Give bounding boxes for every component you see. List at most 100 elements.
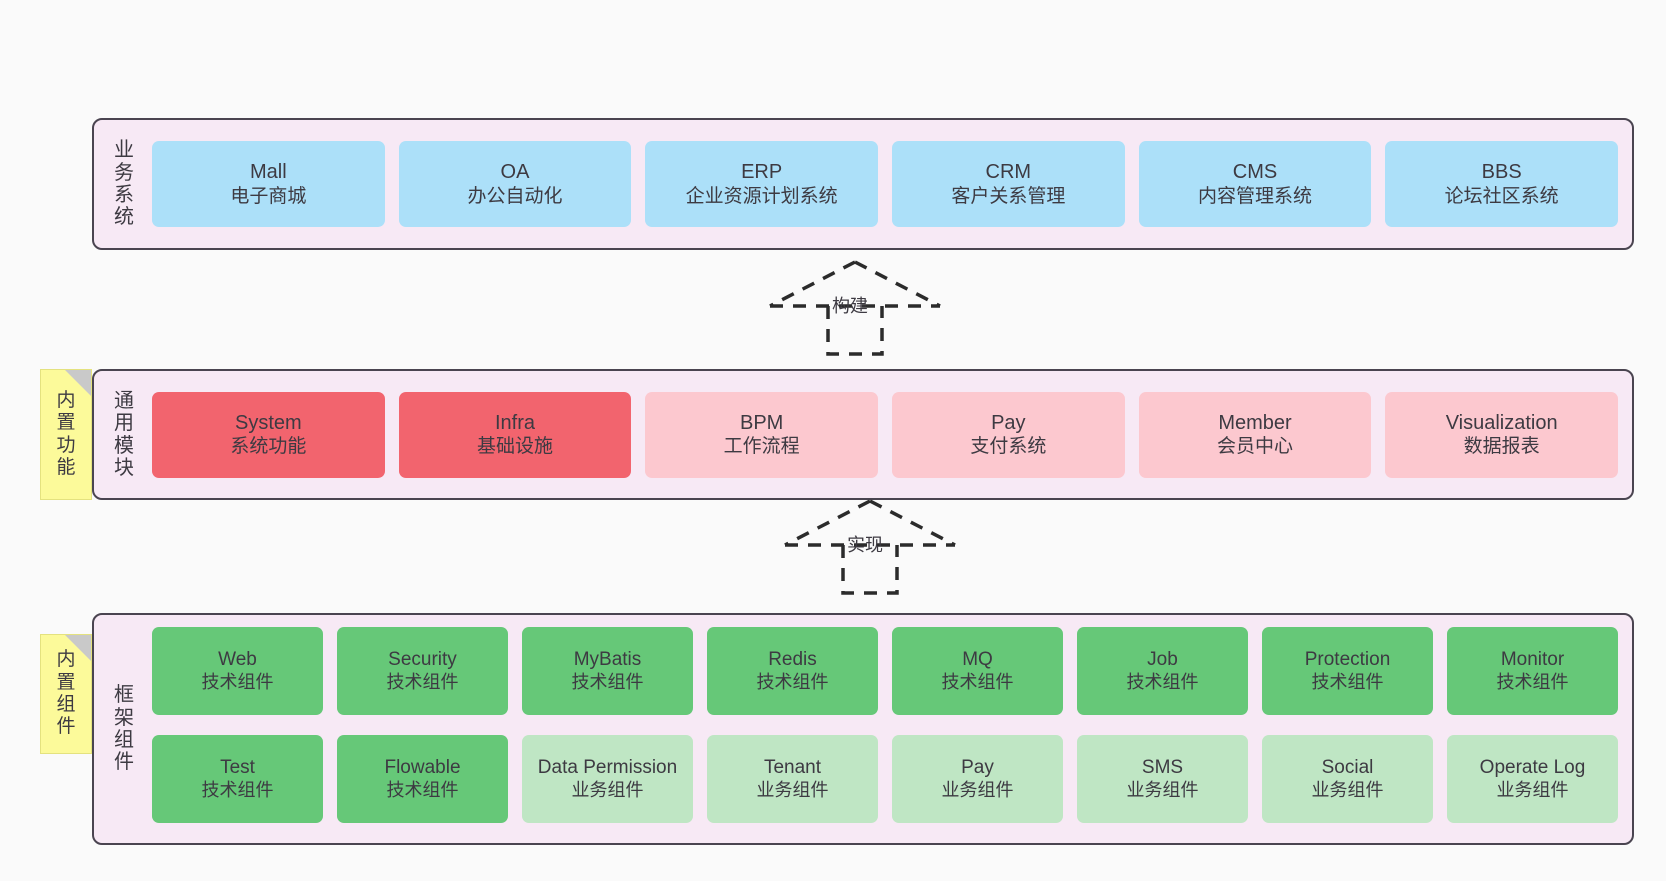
business-systems-card-grid: Mall 电子商城 OA 办公自动化 ERP 企业资源计划系统 CRM 客户关系… bbox=[142, 120, 1632, 248]
label-char: 模 bbox=[114, 434, 134, 457]
card-erp[interactable]: ERP 企业资源计划系统 bbox=[645, 141, 878, 227]
label-char: 组 bbox=[114, 729, 134, 751]
card-title: OA bbox=[500, 161, 530, 184]
connector-implement: 实现 bbox=[775, 497, 965, 597]
card-title: Flowable bbox=[384, 757, 461, 779]
card-title: BPM bbox=[739, 411, 784, 434]
card-title: Infra bbox=[494, 411, 535, 434]
sticky-char: 功 bbox=[56, 434, 76, 456]
card-title: Mall bbox=[249, 161, 287, 184]
card-title: Job bbox=[1147, 649, 1178, 671]
card-data-permission[interactable]: Data Permission 业务组件 bbox=[522, 735, 693, 823]
card-tenant[interactable]: Tenant 业务组件 bbox=[707, 735, 878, 823]
card-title: ERP bbox=[741, 161, 783, 184]
label-char: 用 bbox=[114, 412, 134, 435]
card-title: CMS bbox=[1232, 161, 1278, 184]
card-bbs[interactable]: BBS 论坛社区系统 bbox=[1385, 141, 1618, 227]
card-title: MQ bbox=[962, 649, 993, 671]
card-system[interactable]: System 系统功能 bbox=[152, 391, 385, 478]
card-title: Visualization bbox=[1445, 411, 1558, 434]
card-redis[interactable]: Redis 技术组件 bbox=[707, 627, 878, 715]
card-subtitle: 技术组件 bbox=[571, 671, 644, 692]
card-protection[interactable]: Protection 技术组件 bbox=[1262, 627, 1433, 715]
card-pay-component[interactable]: Pay 业务组件 bbox=[892, 735, 1063, 823]
card-subtitle: 技术组件 bbox=[386, 779, 459, 800]
card-infra[interactable]: Infra 基础设施 bbox=[398, 391, 632, 478]
card-subtitle: 企业资源计划系统 bbox=[685, 185, 838, 207]
folded-corner-icon bbox=[65, 370, 91, 396]
card-sms[interactable]: SMS 业务组件 bbox=[1077, 735, 1248, 823]
sticky-note-builtin-features: 内 置 功 能 bbox=[40, 369, 92, 500]
card-member[interactable]: Member 会员中心 bbox=[1138, 391, 1372, 478]
card-title: Protection bbox=[1304, 649, 1391, 671]
label-char: 框 bbox=[114, 684, 134, 707]
card-operate-log[interactable]: Operate Log 业务组件 bbox=[1447, 735, 1618, 823]
section-business-systems: 业 务 系 统 Mall 电子商城 OA 办公自动化 ERP 企业资源计划系统 … bbox=[92, 118, 1634, 250]
folded-corner-icon bbox=[65, 635, 91, 661]
label-char: 系 bbox=[114, 184, 134, 206]
connector-implement-arrow-icon bbox=[784, 499, 956, 595]
card-title: Tenant bbox=[763, 757, 822, 779]
connector-build-arrow-icon bbox=[769, 260, 941, 356]
card-bpm[interactable]: BPM 工作流程 bbox=[645, 391, 878, 478]
section-label-business-systems: 业 务 系 统 bbox=[106, 120, 142, 248]
card-subtitle: 数据报表 bbox=[1463, 436, 1540, 458]
card-crm[interactable]: CRM 客户关系管理 bbox=[892, 141, 1125, 227]
card-title: Redis bbox=[768, 649, 817, 671]
sticky-char: 件 bbox=[56, 716, 76, 738]
card-pay-module[interactable]: Pay 支付系统 bbox=[892, 391, 1125, 478]
card-subtitle: 基础设施 bbox=[476, 436, 553, 458]
card-social[interactable]: Social 业务组件 bbox=[1262, 735, 1433, 823]
card-subtitle: 技术组件 bbox=[201, 671, 274, 692]
card-title: Operate Log bbox=[1479, 757, 1586, 779]
card-subtitle: 业务组件 bbox=[941, 779, 1014, 800]
card-job[interactable]: Job 技术组件 bbox=[1077, 627, 1248, 715]
card-subtitle: 办公自动化 bbox=[467, 185, 563, 207]
card-flowable[interactable]: Flowable 技术组件 bbox=[337, 735, 508, 823]
card-subtitle: 内容管理系统 bbox=[1197, 185, 1312, 207]
card-subtitle: 论坛社区系统 bbox=[1444, 185, 1559, 207]
card-title: BBS bbox=[1481, 161, 1522, 184]
card-subtitle: 业务组件 bbox=[1496, 779, 1569, 800]
sticky-char: 组 bbox=[56, 694, 76, 715]
card-title: Data Permission bbox=[537, 757, 678, 779]
card-title: MyBatis bbox=[573, 649, 642, 671]
card-web[interactable]: Web 技术组件 bbox=[152, 627, 323, 715]
card-subtitle: 客户关系管理 bbox=[951, 185, 1066, 207]
card-mybatis[interactable]: MyBatis 技术组件 bbox=[522, 627, 693, 715]
card-subtitle: 业务组件 bbox=[571, 779, 644, 800]
card-subtitle: 工作流程 bbox=[723, 436, 800, 458]
card-cms[interactable]: CMS 内容管理系统 bbox=[1138, 141, 1372, 227]
card-mall[interactable]: Mall 电子商城 bbox=[152, 141, 385, 227]
sticky-char: 置 bbox=[56, 412, 76, 434]
card-subtitle: 电子商城 bbox=[230, 185, 307, 207]
card-title: Monitor bbox=[1500, 649, 1565, 671]
connector-build-label: 构建 bbox=[832, 296, 868, 316]
card-subtitle: 业务组件 bbox=[1126, 779, 1199, 800]
card-title: System bbox=[234, 411, 302, 434]
card-title: Social bbox=[1321, 757, 1374, 779]
card-title: CRM bbox=[985, 161, 1032, 184]
card-subtitle: 技术组件 bbox=[941, 671, 1014, 692]
card-oa[interactable]: OA 办公自动化 bbox=[398, 141, 632, 227]
label-char: 块 bbox=[114, 456, 134, 479]
sticky-char: 置 bbox=[56, 671, 76, 693]
card-visualization[interactable]: Visualization 数据报表 bbox=[1385, 391, 1618, 478]
card-mq[interactable]: MQ 技术组件 bbox=[892, 627, 1063, 715]
sticky-char: 能 bbox=[56, 456, 76, 478]
section-common-modules: 通 用 模 块 System 系统功能 Infra 基础设施 BPM 工作流程 … bbox=[92, 369, 1634, 500]
section-framework-components: 框 架 组 件 Web 技术组件 Security 技术组件 MyBatis 技… bbox=[92, 613, 1634, 845]
card-subtitle: 技术组件 bbox=[386, 671, 459, 692]
card-title: Member bbox=[1218, 411, 1292, 434]
connector-build: 构建 bbox=[760, 258, 950, 358]
card-security[interactable]: Security 技术组件 bbox=[337, 627, 508, 715]
card-subtitle: 系统功能 bbox=[230, 436, 307, 458]
card-title: SMS bbox=[1141, 757, 1184, 779]
label-char: 业 bbox=[114, 139, 134, 162]
card-subtitle: 业务组件 bbox=[1311, 779, 1384, 800]
card-subtitle: 会员中心 bbox=[1216, 436, 1293, 458]
label-char: 务 bbox=[114, 161, 134, 184]
section-label-framework-components: 框 架 组 件 bbox=[106, 615, 142, 843]
card-monitor[interactable]: Monitor 技术组件 bbox=[1447, 627, 1618, 715]
card-test[interactable]: Test 技术组件 bbox=[152, 735, 323, 823]
